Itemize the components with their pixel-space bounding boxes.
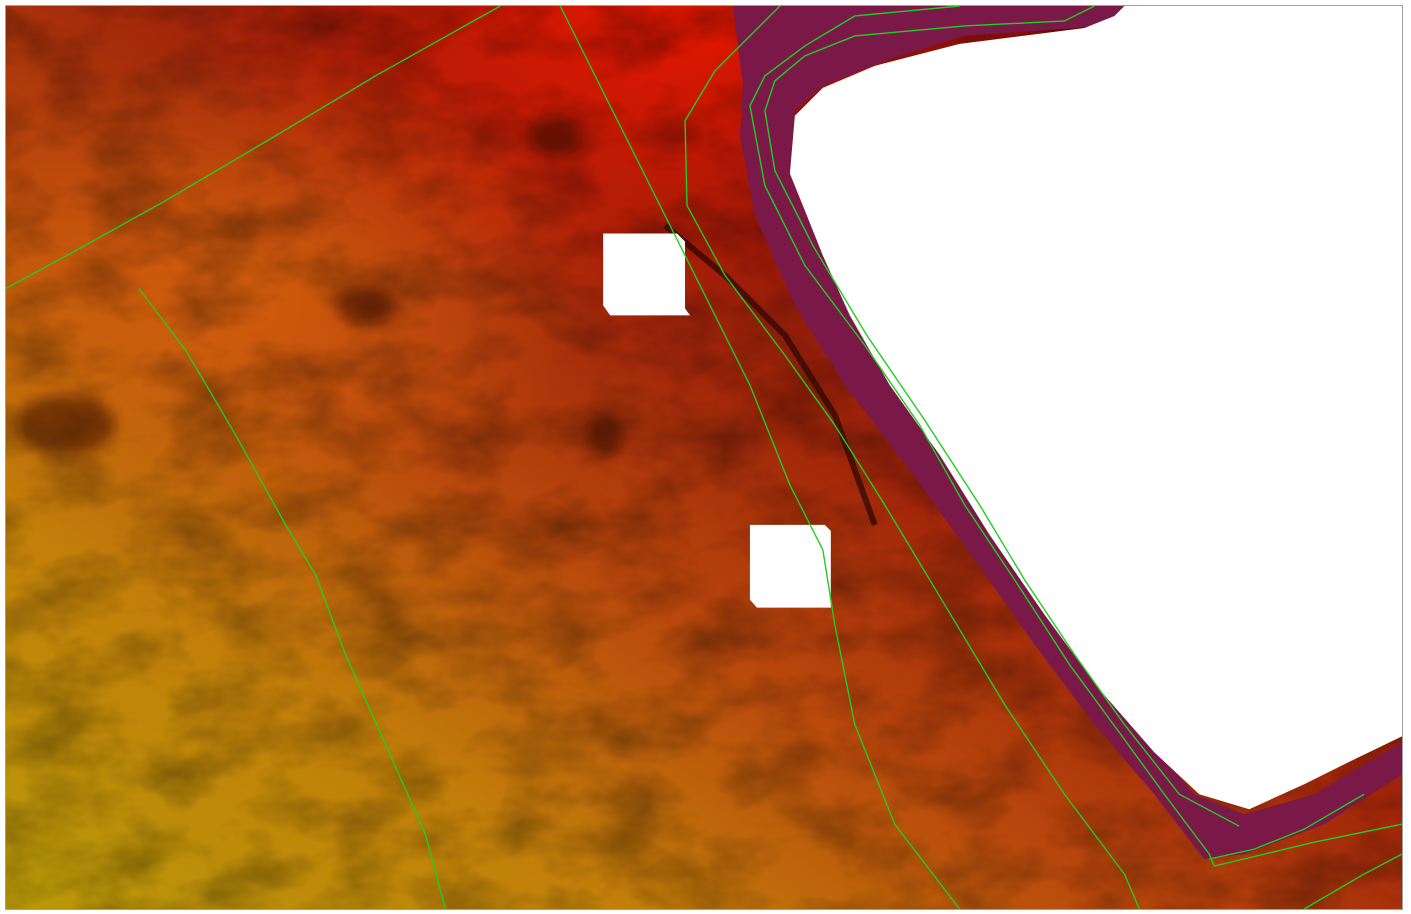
contour-line-east-mid [749,6,1402,867]
no-data-square-lower [749,524,831,608]
contour-line-northwest [6,6,501,289]
map-viewport[interactable] [5,5,1403,910]
contour-line-southeast [1303,853,1402,909]
terrain-shadows [15,115,624,458]
contour-line-central [559,6,961,909]
elevation-map[interactable] [6,6,1402,909]
contour-line-east-inner [764,6,1240,827]
contour-line-west [138,287,447,909]
contour-line-east-outer [684,6,1141,909]
contour-lines [6,6,1402,909]
contour-line-rim [1209,793,1365,860]
steep-slope-shadow [663,223,878,526]
steep-slope-band [732,6,1402,860]
no-data-region [789,6,1402,810]
no-data-square-upper [603,233,691,316]
